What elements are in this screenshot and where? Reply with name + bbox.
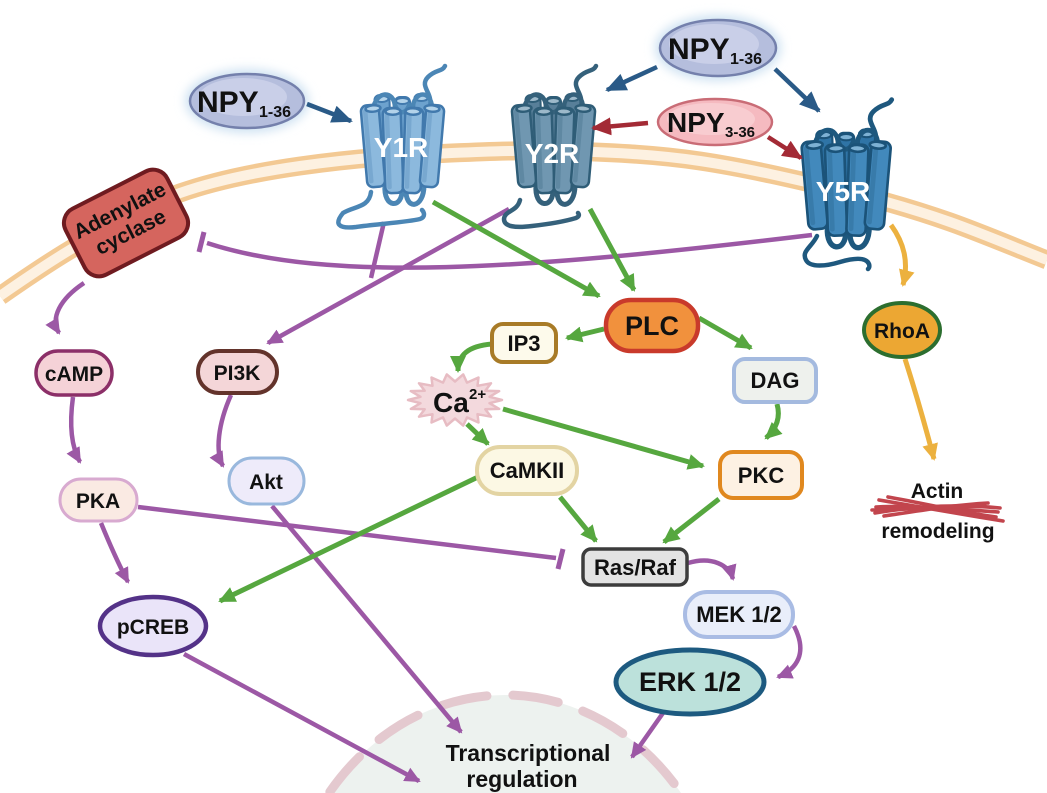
- svg-text:PKC: PKC: [738, 463, 785, 488]
- svg-text:NPY: NPY: [667, 107, 725, 138]
- svg-text:PKA: PKA: [76, 490, 120, 513]
- svg-text:Ca: Ca: [433, 387, 469, 418]
- svg-text:2+: 2+: [469, 386, 486, 403]
- svg-text:ERK 1/2: ERK 1/2: [639, 667, 741, 697]
- svg-text:Transcriptional: Transcriptional: [446, 740, 611, 766]
- svg-text:Ras/Raf: Ras/Raf: [594, 555, 677, 580]
- svg-text:1-36: 1-36: [259, 104, 291, 121]
- svg-text:PLC: PLC: [625, 311, 679, 341]
- svg-text:cAMP: cAMP: [45, 363, 103, 386]
- svg-text:Y1R: Y1R: [374, 132, 428, 163]
- svg-text:1-36: 1-36: [730, 51, 762, 68]
- svg-text:IP3: IP3: [507, 331, 540, 356]
- svg-text:MEK 1/2: MEK 1/2: [696, 602, 782, 627]
- svg-text:Y5R: Y5R: [816, 176, 870, 207]
- svg-text:Actin: Actin: [911, 480, 964, 503]
- svg-text:pCREB: pCREB: [117, 616, 189, 639]
- svg-text:RhoA: RhoA: [874, 320, 930, 343]
- svg-text:remodeling: remodeling: [881, 520, 994, 543]
- svg-text:regulation: regulation: [466, 766, 577, 792]
- svg-text:3-36: 3-36: [725, 124, 755, 141]
- svg-text:CaMKII: CaMKII: [490, 458, 565, 483]
- svg-text:NPY: NPY: [668, 33, 730, 66]
- svg-text:NPY: NPY: [197, 86, 259, 119]
- svg-text:PI3K: PI3K: [214, 362, 261, 385]
- svg-text:Y2R: Y2R: [525, 138, 579, 169]
- svg-text:DAG: DAG: [751, 368, 800, 393]
- svg-text:Akt: Akt: [249, 471, 283, 494]
